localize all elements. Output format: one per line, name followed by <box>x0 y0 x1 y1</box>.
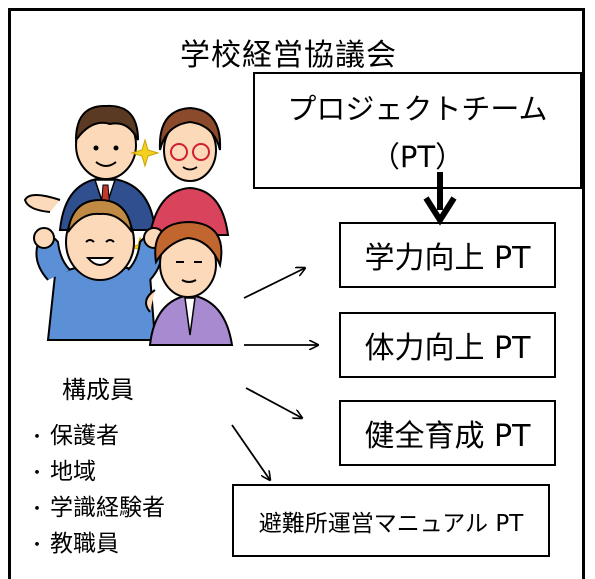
arrow-to-evacuation-icon <box>231 424 270 480</box>
team-label-academic: 学力向上 PT <box>364 241 531 276</box>
team-box-healthy-growth: 健全育成 PT <box>339 400 556 466</box>
project-team-box: プロジェクトチーム （PT） <box>253 72 582 189</box>
project-team-abbrev: （PT） <box>370 139 465 174</box>
diagram-title: 学校経営協議会 <box>180 38 397 73</box>
member-item: ・学識経験者 <box>28 490 165 526</box>
flexing-man-figure-icon <box>33 198 165 341</box>
arrow-to-academic-icon <box>243 268 305 299</box>
member-item: ・教職員 <box>28 526 165 562</box>
team-label-evacuation-manual: 避難所運営マニュアル PT <box>258 510 524 537</box>
woman-glasses-figure-icon <box>148 106 230 236</box>
member-label: 保護者 <box>50 423 119 449</box>
members-list: ・保護者 ・地域 ・学識経験者 ・教職員 <box>28 418 165 562</box>
bullet: ・ <box>28 427 46 448</box>
members-heading: 構成員 <box>62 376 134 404</box>
team-label-healthy-growth: 健全育成 PT <box>364 419 531 454</box>
arrow-to-healthy-growth-icon <box>245 387 302 418</box>
team-box-evacuation-manual: 避難所運営マニュアル PT <box>232 484 550 557</box>
member-item: ・保護者 <box>28 418 165 454</box>
bullet: ・ <box>28 535 46 556</box>
member-label: 学識経験者 <box>50 495 165 521</box>
people-illustration-icon <box>23 104 234 346</box>
bullet: ・ <box>28 463 46 484</box>
arrow-down-icon <box>423 172 457 226</box>
team-box-academic: 学力向上 PT <box>339 222 556 288</box>
member-label: 教職員 <box>50 531 119 557</box>
team-box-physical: 体力向上 PT <box>339 312 556 378</box>
member-label: 地域 <box>50 459 96 485</box>
woman-figure-icon <box>145 220 234 346</box>
project-team-label: プロジェクトチーム <box>287 91 548 126</box>
bullet: ・ <box>28 499 46 520</box>
member-item: ・地域 <box>28 454 165 490</box>
council-frame <box>8 8 585 579</box>
team-label-physical: 体力向上 PT <box>364 331 531 366</box>
